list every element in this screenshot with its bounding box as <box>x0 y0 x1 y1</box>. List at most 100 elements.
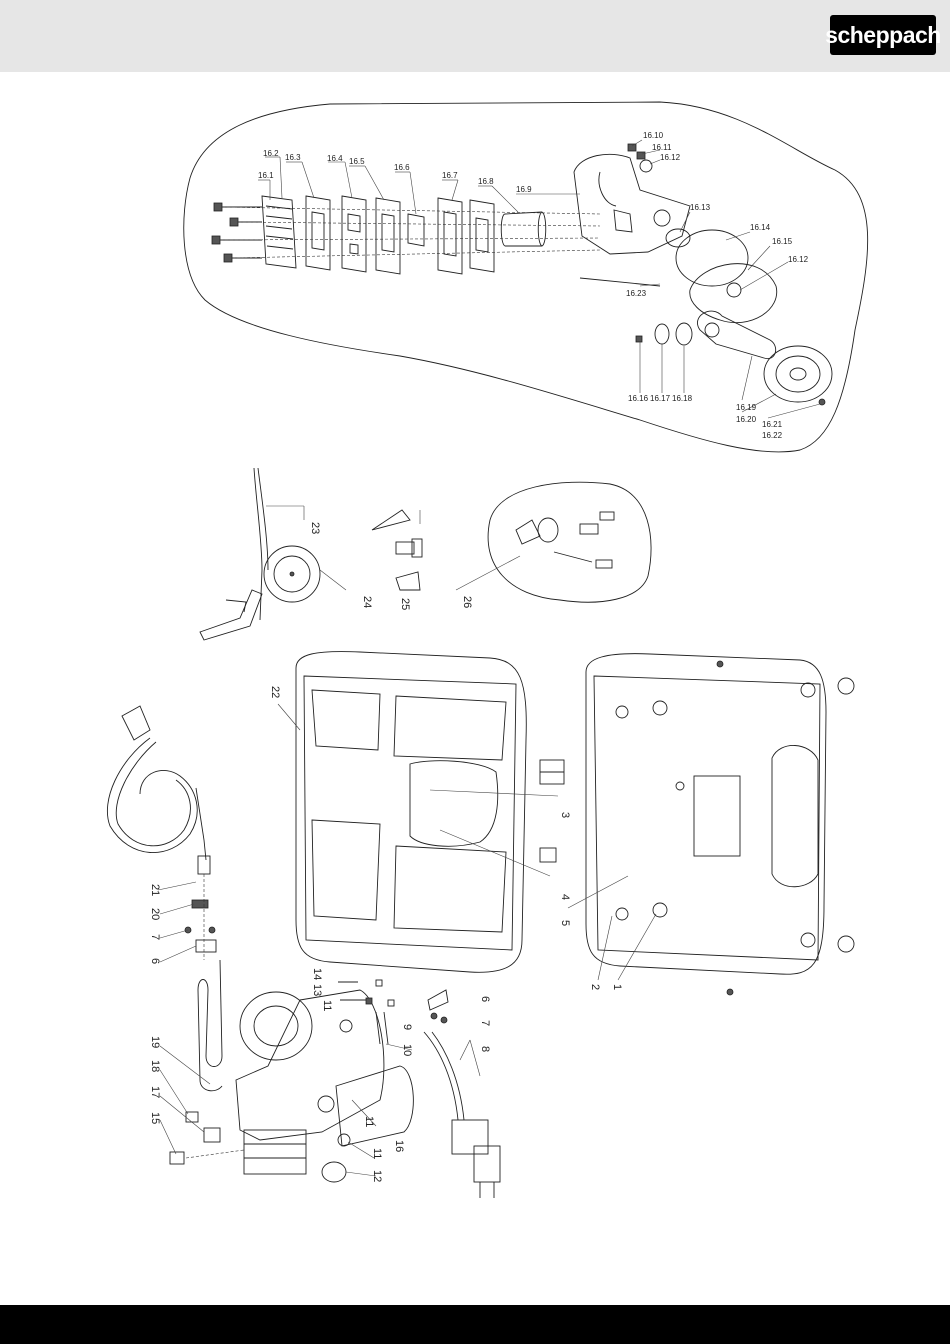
label-2: 2 <box>589 984 601 990</box>
label-16-9: 16.9 <box>516 185 532 194</box>
label-4: 4 <box>559 894 571 900</box>
gasket-16-8 <box>470 200 494 272</box>
cylinder-sleeve <box>501 212 546 246</box>
exploded-parts-diagram: 16.1 16.2 16.3 16.4 16.5 16.6 16.7 16.8 … <box>0 72 950 1305</box>
bearing <box>654 210 670 226</box>
label-8: 8 <box>479 1046 491 1052</box>
connecting-rod-16-19 <box>697 311 775 359</box>
label-16-7: 16.7 <box>442 171 458 180</box>
label-16-15: 16.15 <box>772 237 793 246</box>
labels-bottom: 21 20 7 6 19 18 17 15 14 13 11 9 10 6 7 … <box>149 884 491 1182</box>
valve-plate-16-7 <box>438 198 462 274</box>
small-parts-14-13-11-9-10 <box>338 980 394 1044</box>
label-14: 14 <box>311 968 323 980</box>
scheppach-logo: scheppach <box>830 15 936 55</box>
label-25: 25 <box>399 598 411 610</box>
motor-unit-16 <box>236 990 413 1182</box>
label-18: 18 <box>149 1060 161 1072</box>
label-11b: 11 <box>363 1116 375 1127</box>
adapter-set-26 <box>516 512 614 568</box>
label-16-12b: 16.12 <box>788 255 809 264</box>
label-6a: 6 <box>149 958 161 964</box>
labels-low: 22 3 4 5 2 1 <box>269 686 623 990</box>
label-16-10: 16.10 <box>643 131 664 140</box>
screw-16-16 <box>636 336 642 342</box>
part-16-12b <box>727 283 741 297</box>
label-16-20: 16.20 <box>736 415 757 424</box>
gasket-16-3 <box>306 196 330 270</box>
label-3: 3 <box>559 812 571 818</box>
label-5: 5 <box>559 920 571 926</box>
leader-lines-bottom <box>158 882 480 1176</box>
label-21: 21 <box>149 884 161 896</box>
label-17: 17 <box>149 1086 161 1098</box>
housing-half-1 <box>586 654 854 995</box>
label-16-12a: 16.12 <box>660 153 681 162</box>
leader-lines-mid <box>266 506 520 590</box>
valve-plate-16-5 <box>376 198 400 274</box>
label-16-13: 16.13 <box>690 203 711 212</box>
page-header: scheppach <box>0 0 950 72</box>
air-gun-23-24 <box>200 468 320 640</box>
label-16-11: 16.11 <box>652 143 672 152</box>
label-7a: 7 <box>149 934 161 940</box>
fittings-18-17-15 <box>170 1112 244 1164</box>
label-16-17: 16.17 <box>650 394 671 403</box>
label-16-14: 16.14 <box>750 223 771 232</box>
label-7b: 7 <box>479 1020 491 1026</box>
tie-rod-16-23 <box>580 278 660 286</box>
reed-valve-16-6 <box>408 214 424 246</box>
label-16-16: 16.16 <box>628 394 649 403</box>
part-16-10 <box>628 144 636 151</box>
nozzle-set-25 <box>372 510 422 590</box>
label-15: 15 <box>149 1112 161 1124</box>
label-12: 12 <box>371 1170 383 1182</box>
piston-ring-16-18 <box>676 323 692 345</box>
leader-lines-low <box>278 704 656 980</box>
label-16-19: 16.19 <box>736 403 757 412</box>
label-9: 9 <box>401 1024 413 1030</box>
label-11a: 11 <box>321 1000 333 1011</box>
label-24: 24 <box>361 596 373 608</box>
valve-plate-16-4 <box>342 196 366 272</box>
adapter-set-26-outline <box>488 482 651 602</box>
housing-half-22 <box>296 652 526 973</box>
hose-fittings-20-7-6 <box>185 874 216 960</box>
label-16-1: 16.1 <box>258 171 274 180</box>
label-23: 23 <box>309 522 321 534</box>
label-16-21: 16.21 <box>762 420 783 429</box>
label-1: 1 <box>611 984 623 990</box>
label-16-18: 16.18 <box>672 394 693 403</box>
pressure-tube-19 <box>198 960 222 1091</box>
label-16-3: 16.3 <box>285 153 301 162</box>
label-11c: 11 <box>371 1148 383 1159</box>
label-13: 13 <box>311 984 323 996</box>
label-6b: 6 <box>479 996 491 1002</box>
label-16-8: 16.8 <box>478 177 494 186</box>
label-16-23: 16.23 <box>626 289 647 298</box>
label-16-4: 16.4 <box>327 154 343 163</box>
rod-eye <box>705 323 719 337</box>
page-footer <box>0 1305 950 1344</box>
labels-mid: 23 24 25 26 <box>309 522 473 610</box>
air-hose-21 <box>107 706 210 874</box>
label-10: 10 <box>401 1044 413 1056</box>
label-16-6: 16.6 <box>394 163 410 172</box>
eccentric-16-14 <box>676 230 748 286</box>
fan-wheel-16-20 <box>764 346 832 402</box>
labels-top: 16.1 16.2 16.3 16.4 16.5 16.6 16.7 16.8 … <box>258 131 809 440</box>
label-22: 22 <box>269 686 281 698</box>
label-19: 19 <box>149 1036 161 1048</box>
label-20: 20 <box>149 908 161 920</box>
part-16-12 <box>640 160 652 172</box>
label-16-2: 16.2 <box>263 149 279 158</box>
label-16-22: 16.22 <box>762 431 783 440</box>
label-26: 26 <box>461 596 473 608</box>
label-16-5: 16.5 <box>349 157 365 166</box>
switch-4 <box>540 848 556 862</box>
washer-16-17 <box>655 324 669 344</box>
label-16: 16 <box>393 1140 405 1152</box>
crankcase-16-9 <box>574 154 690 254</box>
bolt-set-16-1 <box>212 203 262 262</box>
part-16-11 <box>637 152 645 159</box>
